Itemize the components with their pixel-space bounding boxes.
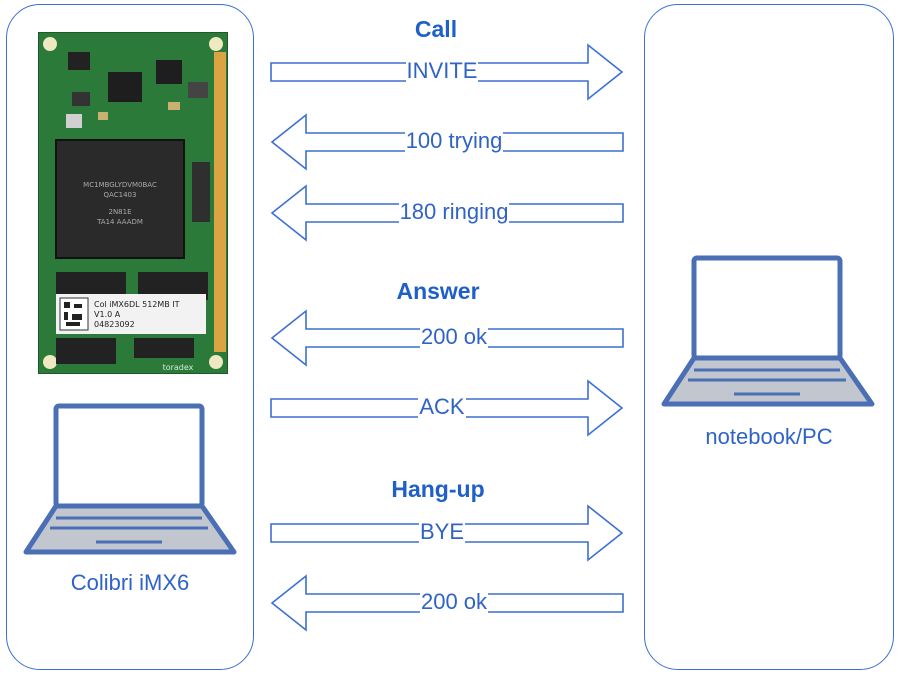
message-arrow-180-ringing: 180 ringing [266, 183, 630, 243]
message-label: ACK [418, 394, 466, 419]
message-arrow-ack: ACK [266, 378, 630, 438]
laptop-icon [23, 403, 237, 555]
section-title-hangup: Hang-up [391, 476, 485, 502]
chip-text-3: 2N81E [108, 208, 131, 216]
module-label-2: V1.0 A [94, 310, 121, 319]
message-label: INVITE [405, 58, 479, 83]
brand-logo-text: toradex [163, 363, 194, 372]
section-title-answer: Answer [396, 278, 480, 304]
message-arrow-invite: INVITE [266, 42, 630, 102]
module-label-3: 04823092 [94, 320, 135, 329]
message-label: BYE [418, 519, 466, 544]
message-label: 100 trying [404, 128, 504, 153]
notebook-device-panel [644, 4, 894, 670]
chip-text-1: MC1MBGLYDVM0BAC [83, 181, 157, 189]
colibri-device-panel [6, 4, 254, 670]
right-device-label: notebook/PC [705, 424, 833, 449]
message-label: 200 ok [419, 324, 489, 349]
left-device-label: Colibri iMX6 [70, 570, 190, 595]
message-arrow-100-trying: 100 trying [266, 112, 630, 172]
colibri-module-image: MC1MBGLYDVM0BAC QAC1403 2N81E TA14 AAADM… [38, 32, 228, 374]
message-arrow-bye: BYE [266, 503, 630, 563]
chip-text-4: TA14 AAADM [96, 218, 143, 226]
laptop-icon [661, 255, 875, 407]
chip-text-2: QAC1403 [104, 191, 137, 199]
message-label: 200 ok [419, 589, 489, 614]
module-label-1: Col iMX6DL 512MB IT [94, 300, 180, 309]
message-label: 180 ringing [398, 199, 510, 224]
message-arrow-200-ok-final: 200 ok [266, 573, 630, 633]
message-arrow-200-ok: 200 ok [266, 308, 630, 368]
section-title-call: Call [414, 16, 458, 42]
